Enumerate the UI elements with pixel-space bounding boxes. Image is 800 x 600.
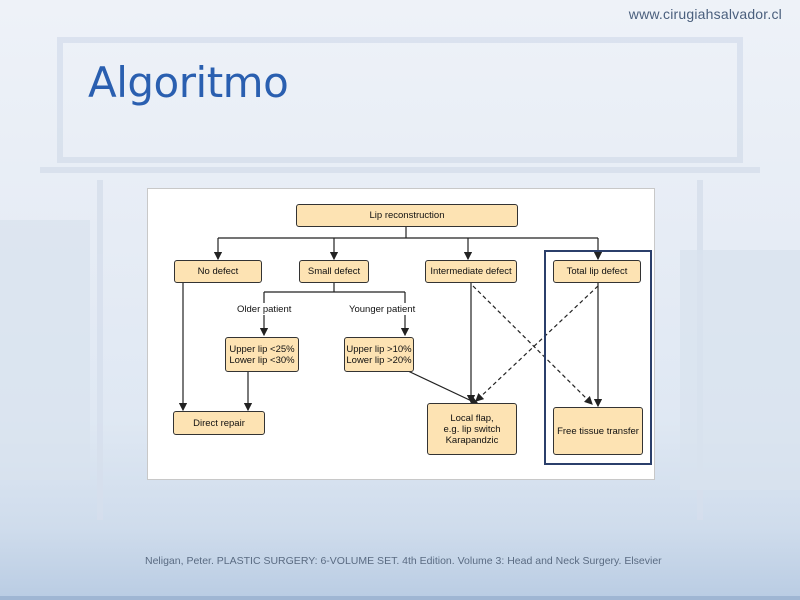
algorithm-figure: Lip reconstruction No defect Small defec… xyxy=(147,188,655,480)
slide-title: Algoritmo xyxy=(88,58,289,107)
bottom-divider xyxy=(0,596,800,600)
local-flap-line-2: e.g. lip switch xyxy=(443,423,501,435)
branch-older-patient: Older patient xyxy=(237,304,292,315)
node-lip-reconstruction: Lip reconstruction xyxy=(296,204,518,227)
node-no-defect: No defect xyxy=(174,260,262,283)
citation: Neligan, Peter. PLASTIC SURGERY: 6-VOLUM… xyxy=(145,555,662,567)
branch-younger-patient: Younger patient xyxy=(349,304,416,315)
flowchart-connectors xyxy=(178,227,603,412)
node-direct-repair: Direct repair xyxy=(173,411,265,435)
younger-criteria-upper: Upper lip >10% xyxy=(346,343,412,355)
local-flap-line-3: Karapandzic xyxy=(445,434,499,446)
node-local-flap: Local flap, e.g. lip switch Karapandzic xyxy=(427,403,517,455)
younger-criteria-lower: Lower lip >20% xyxy=(346,354,412,366)
site-url: www.cirugiahsalvador.cl xyxy=(628,6,782,22)
node-older-criteria: Upper lip <25% Lower lip <30% xyxy=(225,337,299,372)
node-younger-criteria: Upper lip >10% Lower lip >20% xyxy=(344,337,414,372)
older-criteria-lower: Lower lip <30% xyxy=(229,354,295,366)
node-free-tissue-transfer: Free tissue transfer xyxy=(553,407,643,455)
node-small-defect: Small defect xyxy=(299,260,369,283)
node-intermediate-defect: Intermediate defect xyxy=(425,260,517,283)
node-total-lip-defect: Total lip defect xyxy=(553,260,641,283)
local-flap-line-1: Local flap, xyxy=(450,412,494,424)
total-defect-highlight-frame xyxy=(544,250,652,465)
older-criteria-upper: Upper lip <25% xyxy=(229,343,295,355)
